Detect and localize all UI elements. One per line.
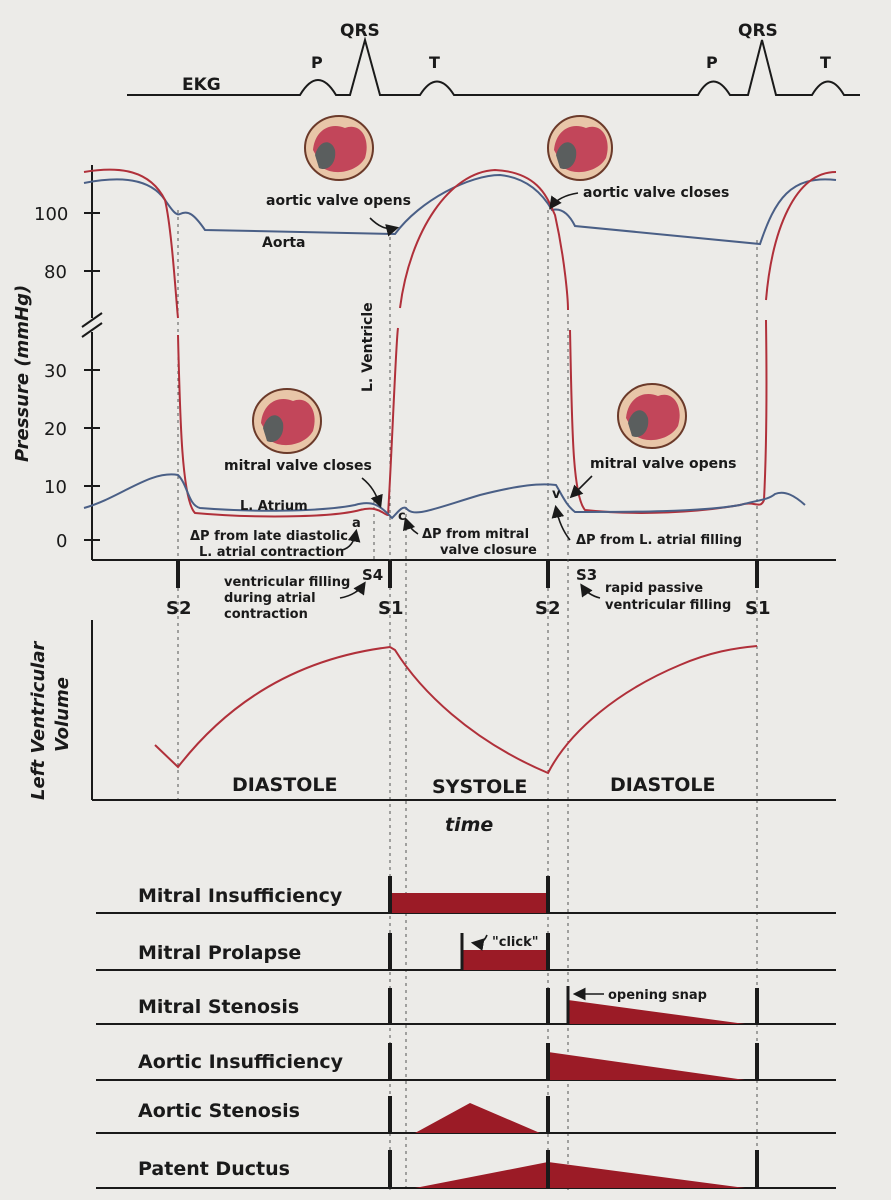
aortic-closes-label: aortic valve closes bbox=[583, 185, 729, 201]
dp-late-arrow bbox=[341, 528, 361, 551]
tick-80: 80 bbox=[44, 262, 67, 283]
dp-mitral-line1: ΔP from mitral bbox=[422, 527, 529, 542]
heart-sound-ticks bbox=[176, 560, 759, 588]
s2-label-1: S2 bbox=[166, 598, 192, 619]
a-wave-label: a bbox=[352, 516, 361, 531]
murmur-shape-aortic-stenosis bbox=[415, 1103, 540, 1133]
tick-30: 30 bbox=[44, 361, 67, 382]
volume-axis bbox=[91, 620, 836, 801]
tick-10: 10 bbox=[44, 477, 67, 498]
heart-icon-aortic-opens bbox=[304, 115, 374, 181]
lv-label: L. Ventricle bbox=[360, 302, 376, 392]
aortic-opens-label: aortic valve opens bbox=[266, 193, 411, 209]
murmur-label-aortic-insufficiency: Aortic Insufficiency bbox=[138, 1051, 344, 1073]
pressure-axis-label: Pressure (mmHg) bbox=[12, 285, 33, 462]
la-pressure-curve bbox=[83, 473, 806, 520]
ekg-qrs-label-2: QRS bbox=[738, 21, 778, 41]
s3-label: S3 bbox=[576, 566, 597, 584]
la-label: L. Atrium bbox=[240, 499, 308, 514]
murmur-label-aortic-stenosis: Aortic Stenosis bbox=[138, 1100, 300, 1122]
dp-mitral-arrow bbox=[402, 516, 419, 535]
timing-lines bbox=[177, 210, 758, 1190]
click-label: "click" bbox=[492, 935, 539, 950]
ekg-trace bbox=[127, 36, 860, 96]
volume-axis-label-1: Left Ventricular bbox=[28, 641, 49, 800]
c-wave-label: c bbox=[398, 509, 406, 524]
time-label: time bbox=[445, 814, 493, 836]
v-wave-label: v bbox=[552, 487, 561, 502]
s1-label-2: S1 bbox=[745, 598, 771, 619]
vent-fill-line3: contraction bbox=[224, 607, 308, 622]
murmur-shape-aortic-insufficiency bbox=[548, 1052, 745, 1080]
murmur-label-mitral-insufficiency: Mitral Insufficiency bbox=[138, 885, 343, 907]
aortic-opens-arrow bbox=[369, 217, 400, 237]
murmur-shape-mitral-prolapse bbox=[462, 950, 548, 970]
ekg-t-label-2: T bbox=[820, 53, 831, 72]
vent-fill-arrow bbox=[339, 581, 366, 599]
opening-snap-label: opening snap bbox=[608, 988, 707, 1003]
dp-mitral-line2: valve closure bbox=[440, 543, 537, 558]
murmur-label-mitral-stenosis: Mitral Stenosis bbox=[138, 996, 299, 1018]
aorta-label: Aorta bbox=[262, 235, 306, 251]
ekg-p-label-2: P bbox=[706, 53, 718, 72]
vent-fill-line2: during atrial bbox=[224, 591, 316, 606]
mitral-opens-arrow bbox=[569, 475, 593, 499]
mitral-closes-label: mitral valve closes bbox=[224, 458, 372, 474]
ekg-label: EKG bbox=[182, 75, 221, 95]
diastole-label-2: DIASTOLE bbox=[610, 774, 715, 796]
aorta-pressure-curve bbox=[83, 173, 837, 246]
murmur-label-mitral-prolapse: Mitral Prolapse bbox=[138, 942, 301, 964]
murmur-shape-mitral-stenosis bbox=[568, 1000, 745, 1024]
diastole-label-1: DIASTOLE bbox=[232, 774, 337, 796]
murmur-shape-patent-ductus bbox=[415, 1162, 745, 1188]
heart-icon-aortic-closes bbox=[547, 115, 613, 181]
dp-filling-label: ΔP from L. atrial filling bbox=[576, 533, 742, 548]
volume-axis-label-2: Volume bbox=[52, 677, 73, 752]
tick-100: 100 bbox=[34, 204, 68, 225]
mitral-opens-label: mitral valve opens bbox=[590, 456, 736, 472]
vent-fill-line1: ventricular filling bbox=[224, 575, 350, 590]
s1-label-1: S1 bbox=[378, 598, 404, 619]
pressure-axis bbox=[81, 165, 836, 561]
mitral-closes-arrow bbox=[361, 477, 383, 509]
dp-late-line1: ΔP from late diastolic bbox=[190, 529, 348, 544]
aortic-closes-arrow bbox=[549, 192, 579, 210]
murmur-shape-mitral-insufficiency bbox=[390, 893, 548, 913]
click-arrow bbox=[470, 934, 488, 951]
ekg-p-label-1: P bbox=[311, 53, 323, 72]
heart-icon-mitral-opens bbox=[617, 383, 687, 449]
rapid-arrow bbox=[580, 583, 601, 599]
tick-20: 20 bbox=[44, 419, 67, 440]
heart-icon-mitral-closes bbox=[252, 388, 322, 454]
ekg-t-label-1: T bbox=[429, 53, 440, 72]
s2-label-2: S2 bbox=[535, 598, 561, 619]
s4-label: S4 bbox=[362, 566, 383, 584]
dp-late-line2: L. atrial contraction bbox=[199, 545, 344, 560]
rapid-line1: rapid passive bbox=[605, 581, 703, 596]
ekg-qrs-label-1: QRS bbox=[340, 21, 380, 41]
murmur-label-patent-ductus: Patent Ductus bbox=[138, 1158, 290, 1180]
systole-label: SYSTOLE bbox=[432, 776, 527, 798]
tick-0: 0 bbox=[56, 531, 67, 552]
dp-filling-arrow bbox=[551, 504, 571, 541]
lv-volume-curve bbox=[154, 645, 758, 775]
rapid-line2: ventricular filling bbox=[605, 598, 731, 613]
